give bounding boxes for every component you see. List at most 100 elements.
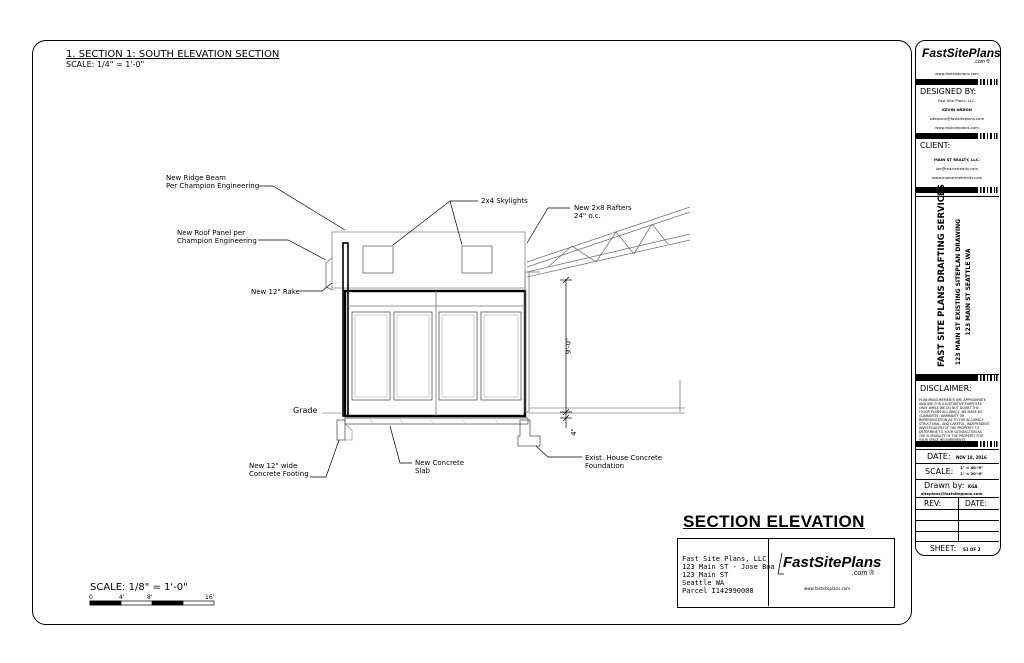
disclaimer-label: DISCLAIMER:: [920, 384, 972, 393]
leader-skylight-right: [449, 200, 463, 246]
window-panel: [480, 311, 522, 401]
leader-rake: [300, 282, 333, 292]
concrete-slab: [344, 417, 529, 425]
drawn-by-value: KGA: [968, 484, 978, 489]
label-rake: New 12" Rake: [251, 288, 300, 296]
vertical-company-name: FAST SITE PLANS DRAFTING SERVICES: [937, 184, 947, 367]
concrete-footing: [336, 419, 346, 441]
barcode-divider: [916, 441, 998, 447]
designer-name: KEVIN ARDON: [942, 107, 972, 112]
leader-roof-panel: [258, 239, 327, 261]
info-address-1: 123 Main ST - Jose Boa: [682, 563, 775, 571]
label-foundation-2: Foundation: [585, 462, 625, 470]
rake: [325, 257, 334, 291]
designer-company: Fast Site Plans, LLC.: [938, 98, 976, 103]
barcode-divider: [916, 187, 998, 193]
title-block-rule: [915, 541, 999, 542]
scale-tick: 0: [89, 594, 93, 601]
info-logo: FastSitePlans: [783, 554, 882, 571]
title-block-logo-url: www.fastsiteplans.com: [935, 71, 979, 76]
leader-slab: [389, 425, 412, 464]
title-block-rule: [915, 531, 999, 532]
height-dimension: [560, 276, 572, 428]
info-divider: [768, 538, 769, 606]
drawing-frame: [32, 40, 912, 625]
date-value: NOV 18, 2016: [956, 455, 987, 460]
label-foundation-1: Exist. House Concrete: [585, 454, 663, 462]
label-roof-panel-1: New Roof Panel per: [177, 229, 246, 237]
section-scale: SCALE: 1/4" = 1'-0": [66, 60, 145, 69]
scale-tick: 16': [205, 594, 215, 601]
scale-tick: 8': [147, 594, 153, 601]
client-name: MAIN ST REALTY, LLC.: [933, 157, 981, 162]
window-panel: [438, 311, 478, 401]
date-label: DATE:: [927, 452, 951, 461]
disclaimer-text: PLAN MEASUREMENTS ARE APPROXIMATE AND AR…: [919, 398, 990, 442]
scale-tick: 4': [119, 594, 125, 601]
client-label: CLIENT:: [920, 141, 951, 150]
designer-url: www.fastsiteplans.com: [935, 125, 979, 130]
client-url: www.mainstreetrealty.com: [931, 175, 983, 180]
title-block-rule: [915, 449, 999, 450]
scale-bar-title: SCALE: 1/8" = 1'-0": [90, 582, 188, 593]
window-panel: [393, 311, 433, 401]
scale-value-2: 1" = 20'-0": [960, 471, 984, 476]
sheet-value: S1 OF 2: [963, 547, 981, 552]
skylight-left: [362, 245, 394, 274]
roof-panel: [331, 231, 526, 289]
label-ridge-beam-2: Per Champion Engineering: [166, 182, 260, 190]
label-rafters-1: New 2x8 Rafters: [574, 204, 632, 212]
scale-value-1: 1" = 40'-0": [960, 465, 984, 470]
client-email: joe@mainstrealty.com: [935, 166, 979, 171]
designer-email: siteplans@fastsiteplans.com: [929, 116, 985, 121]
label-footing-2: Concrete Footing: [249, 470, 309, 478]
existing-roof-truss: [526, 206, 691, 278]
info-logo-suffix: .com ®: [852, 570, 875, 577]
label-rafters-2: 24" o.c.: [574, 212, 601, 220]
designed-by-label: DESIGNED BY:: [920, 87, 977, 96]
info-address-2: 123 Main ST: [682, 571, 729, 579]
drawn-by-label: Drawn by:: [924, 481, 965, 490]
label-skylights: 2x4 Skylights: [481, 197, 528, 205]
existing-foundation: [517, 419, 541, 447]
window-panel: [351, 311, 391, 401]
label-slab-2: Slab: [415, 467, 431, 475]
scale-label: SCALE:: [925, 467, 954, 476]
info-company: Fast Site Plans, LLC: [682, 555, 767, 563]
barcode-divider: [916, 133, 998, 139]
rev-date-label: DATE:: [965, 499, 988, 508]
label-footing-1: New 12" wide: [249, 462, 298, 470]
label-slab-dimension: 4": [569, 428, 578, 436]
sheet-label: SHEET:: [930, 544, 957, 553]
label-slab-1: New Concrete: [415, 459, 465, 467]
barcode-divider: [916, 79, 998, 85]
label-ridge-beam-1: New Ridge Beam: [166, 174, 226, 182]
title-block-rule: [915, 479, 999, 480]
drawn-by-email: siteplans@fastsiteplans.com: [921, 491, 983, 496]
label-roof-panel-2: Champion Engineering: [177, 237, 257, 245]
leader-foundation: [535, 445, 582, 458]
title-block-logo: FastSitePlans: [922, 46, 1001, 60]
rev-label: REV:: [924, 499, 941, 508]
title-block-rule: [915, 509, 999, 510]
graphic-scale-bar: [89, 600, 215, 606]
info-box: [677, 538, 895, 608]
vertical-project-2: 123 MAIN ST SEATTLE WA: [965, 248, 972, 336]
title-block-rule: [915, 520, 999, 521]
leader-skylight-left: [392, 200, 451, 246]
info-parcel: Parcel I142990000: [682, 587, 754, 595]
title-block-rule: [915, 497, 999, 498]
info-city: Seattle WA: [682, 579, 725, 587]
title-block-rule: [915, 374, 999, 375]
info-logo-slash: [777, 552, 784, 575]
title-block-logo-suffix: .com ®: [974, 59, 990, 65]
label-grade: Grade: [293, 406, 318, 415]
vertical-project-1: 123 MAIN ST EXISTING SITEPLAN DRAWING: [955, 218, 962, 366]
title-block: [915, 40, 1001, 556]
rev-column-divider: [958, 497, 959, 541]
section-elevation-heading: SECTION ELEVATION: [683, 512, 865, 531]
skylight-right: [461, 245, 493, 274]
leader-footing: [310, 439, 340, 478]
label-height-dimension: 9'-0": [564, 337, 573, 355]
